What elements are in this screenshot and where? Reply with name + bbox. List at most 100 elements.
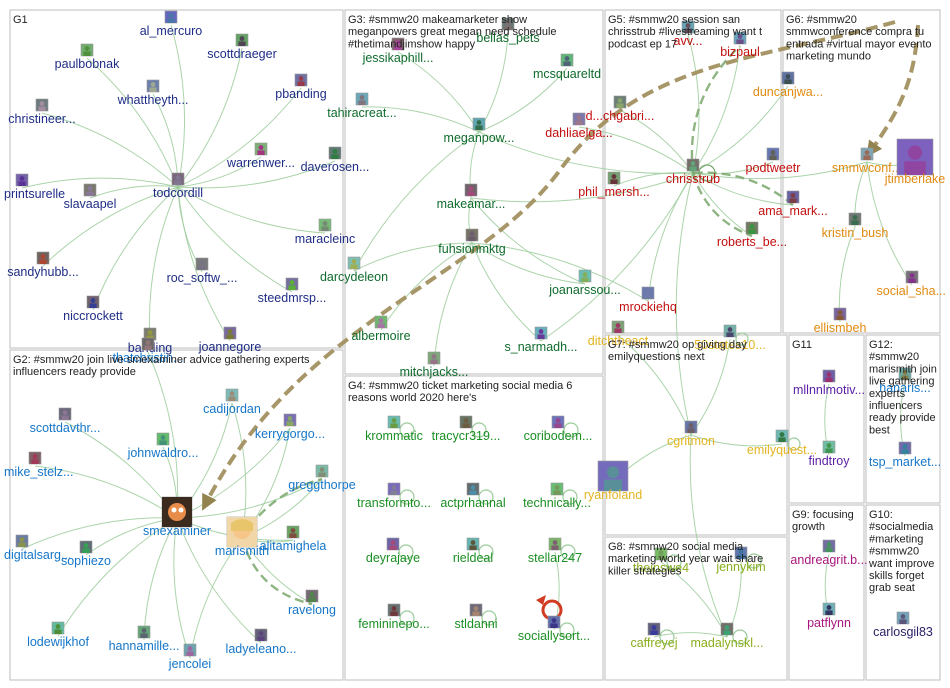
vertex-meganpow[interactable]: meganpow... [444,117,515,145]
vertex-technically[interactable]: technically... [523,482,591,510]
vertex-johnwaldro[interactable]: johnwaldro... [127,432,199,460]
vertex-ladyeleano[interactable]: ladyeleano... [226,628,297,656]
vertex-scottdraeger[interactable]: scottdraeger [207,33,277,61]
vertex-whattheyth[interactable]: whattheyth... [117,79,189,107]
vertex-bizpaul[interactable]: bizpaul [720,31,760,59]
vertex-jtimberlake[interactable]: jtimberlake [884,138,945,186]
avatar-icon [86,295,100,309]
vertex-findtroy[interactable]: findtroy [809,440,851,468]
vertex-thatchristin[interactable]: thatchristin... [113,337,184,365]
vertex-slavaapel[interactable]: slavaapel [64,183,117,211]
vertex-rieldeal[interactable]: rieldeal [453,537,493,565]
vertex-label: krommatic [365,429,423,443]
vertex-kromatic[interactable]: krommatic [365,415,423,443]
vertex-lodewijkhof[interactable]: lodewijkhof [27,621,89,649]
vertex-al-mercuro[interactable]: al_mercuro [140,10,203,38]
vertex-s-narmadh[interactable]: s_narmadh... [505,326,578,354]
vertex-digitalsarg[interactable]: digitalsarg... [4,534,71,562]
vertex-transformto[interactable]: transformto... [357,482,431,510]
vertex-makeamar[interactable]: makeamar... [437,183,506,211]
vertex-christineer[interactable]: christineer... [8,98,76,126]
vertex-femininepo[interactable]: femininepo... [358,603,430,631]
vertex-tahiracreat[interactable]: tahiracreat... [327,92,397,120]
vertex-kerrygorgo[interactable]: kerrygorgo... [255,413,325,441]
vertex-emilyquest[interactable]: emilyquest... [747,429,817,457]
vertex-label: patflynn [807,616,851,630]
vertex-dahliaelga[interactable]: dahliaelga... [545,112,613,140]
vertex-jennykim[interactable]: jennykim [715,546,766,574]
vertex-stldanni[interactable]: stldanni [454,603,498,631]
vertex-marismith2[interactable]: hanaris... [879,367,931,395]
vertex-actprhannal[interactable]: actprhannal [440,482,506,510]
vertex-chrisstrub[interactable]: chrisstrub [666,158,720,186]
avatar-icon [254,628,268,642]
vertex-kristin-bush[interactable]: kristin_bush [822,212,889,240]
vertex-label: jennykim [715,560,765,574]
vertex-ama-mark[interactable]: ama_mark... [758,190,828,218]
vertex-sophiezo[interactable]: sophiezo [61,540,111,568]
vertex-jencolei[interactable]: jencolei [168,643,211,671]
vertex-roc-softw[interactable]: roc_softw_... [167,257,238,285]
vertex-label: todcordill [153,186,203,200]
vertex-stellar247[interactable]: stellar247 [528,537,582,565]
vertex-maracleinc[interactable]: maracleinc [295,218,355,246]
vertex-ryanfoland[interactable]: ryanfoland [584,460,642,502]
vertex-smmwconf[interactable]: smmwconf... [832,147,902,175]
vertex-joanarssou[interactable]: joanarssou... [548,269,621,297]
vertex-label: podtweetr [746,161,801,175]
vertex-vavv[interactable]: avv... [674,20,703,48]
vertex-smexaminer[interactable]: smexaminer [143,496,211,538]
vertex-deyrajaye[interactable]: deyrajaye [366,537,420,565]
vertex-greggthorpe[interactable]: greggthorpe [288,464,356,492]
vertex-niccrockett[interactable]: niccrockett [63,295,123,323]
vertex-bellas-pets[interactable]: bellas_pets [476,17,540,45]
vertex-social-sha[interactable]: social_sha... [877,270,946,298]
vertex-alitamighela[interactable]: alitamighela [260,525,327,553]
vertex-scottdavthr[interactable]: scottdavthr... [30,407,101,435]
vertex-chgabri[interactable]: d...chgabri... [586,95,655,123]
vertex-albermoire[interactable]: albermoire [351,315,411,343]
avatar-icon [597,460,629,492]
vertex-todcordill[interactable]: todcordill [153,172,203,200]
vertex-madalynskl[interactable]: madalynskl... [691,622,764,650]
vertex-tracycr319[interactable]: tracycr319... [432,415,501,443]
vertex-ellismbeh[interactable]: ellismbeh [814,307,867,335]
vertex-paulbobnak[interactable]: paulbobnak [55,43,120,71]
vertex-duncanjwa[interactable]: duncanjwa... [753,71,823,99]
vertex-theinswe4[interactable]: theinswe4 [633,547,689,575]
vertex-patflynn[interactable]: patflynn [807,602,851,630]
vertex-podtweetr[interactable]: podtweetr [746,147,801,175]
vertex-sociallysort[interactable]: sociallysort... [518,615,590,643]
vertex-pbanding[interactable]: pbanding [275,73,327,101]
vertex-warrenwer[interactable]: warrenwer... [226,142,295,170]
vertex-ravelong[interactable]: ravelong [288,589,336,617]
vertex-mike-stelz[interactable]: mike_stelz... [4,451,73,479]
vertex-darcydeleon[interactable]: darcydeleon [320,256,388,284]
vertex-daverosen[interactable]: daverosen... [301,146,370,174]
vertex-sandyhubb[interactable]: sandyhubb... [7,251,79,279]
vertex-fuhsionmktg[interactable]: fuhsionmktg [438,228,506,256]
vertex-mllnnlmotiv[interactable]: mllnnlmotiv... [793,369,865,397]
vertex-cadijordan[interactable]: cadijordan [203,388,261,416]
vertex-hannamille[interactable]: hannamille... [109,625,180,653]
vertex-mitchjacks[interactable]: mitchjacks... [400,351,469,379]
self-loop [698,164,716,182]
vertex-mrockiehq[interactable]: mrockiehq [619,286,677,314]
vertex-joannegore[interactable]: joannegore [198,326,262,354]
vertex-caffreyej[interactable]: caffreyej [630,622,678,650]
vertex-coribodem[interactable]: coribodem... [524,415,593,443]
vertex-phil-mersh[interactable]: phil_mersh... [578,171,650,199]
vertex-50states10[interactable]: 50states10... [694,324,766,352]
vertex-cgritmon[interactable]: cgritmon [667,420,715,448]
vertex-printsurelle[interactable]: printsurelle [4,173,65,201]
edge [540,172,694,342]
vertex-mcsquareltd[interactable]: mcsquareltd [533,53,601,81]
vertex-roberts-be[interactable]: roberts_be... [717,221,787,249]
vertex-carlosgil83[interactable]: carlosgil83 [873,611,933,639]
vertex-tsp-market[interactable]: tsp_market... [869,441,941,469]
vertex-andreagrit[interactable]: andreagrit.b... [790,539,868,567]
vertex-marismith[interactable]: marismith [215,516,269,558]
vertex-jessikaphill[interactable]: jessikaphill... [362,37,434,65]
vertex-ditchtheact[interactable]: ditchtheact [588,320,649,348]
vertex-steedmrsp[interactable]: steedmrsp... [258,277,327,305]
